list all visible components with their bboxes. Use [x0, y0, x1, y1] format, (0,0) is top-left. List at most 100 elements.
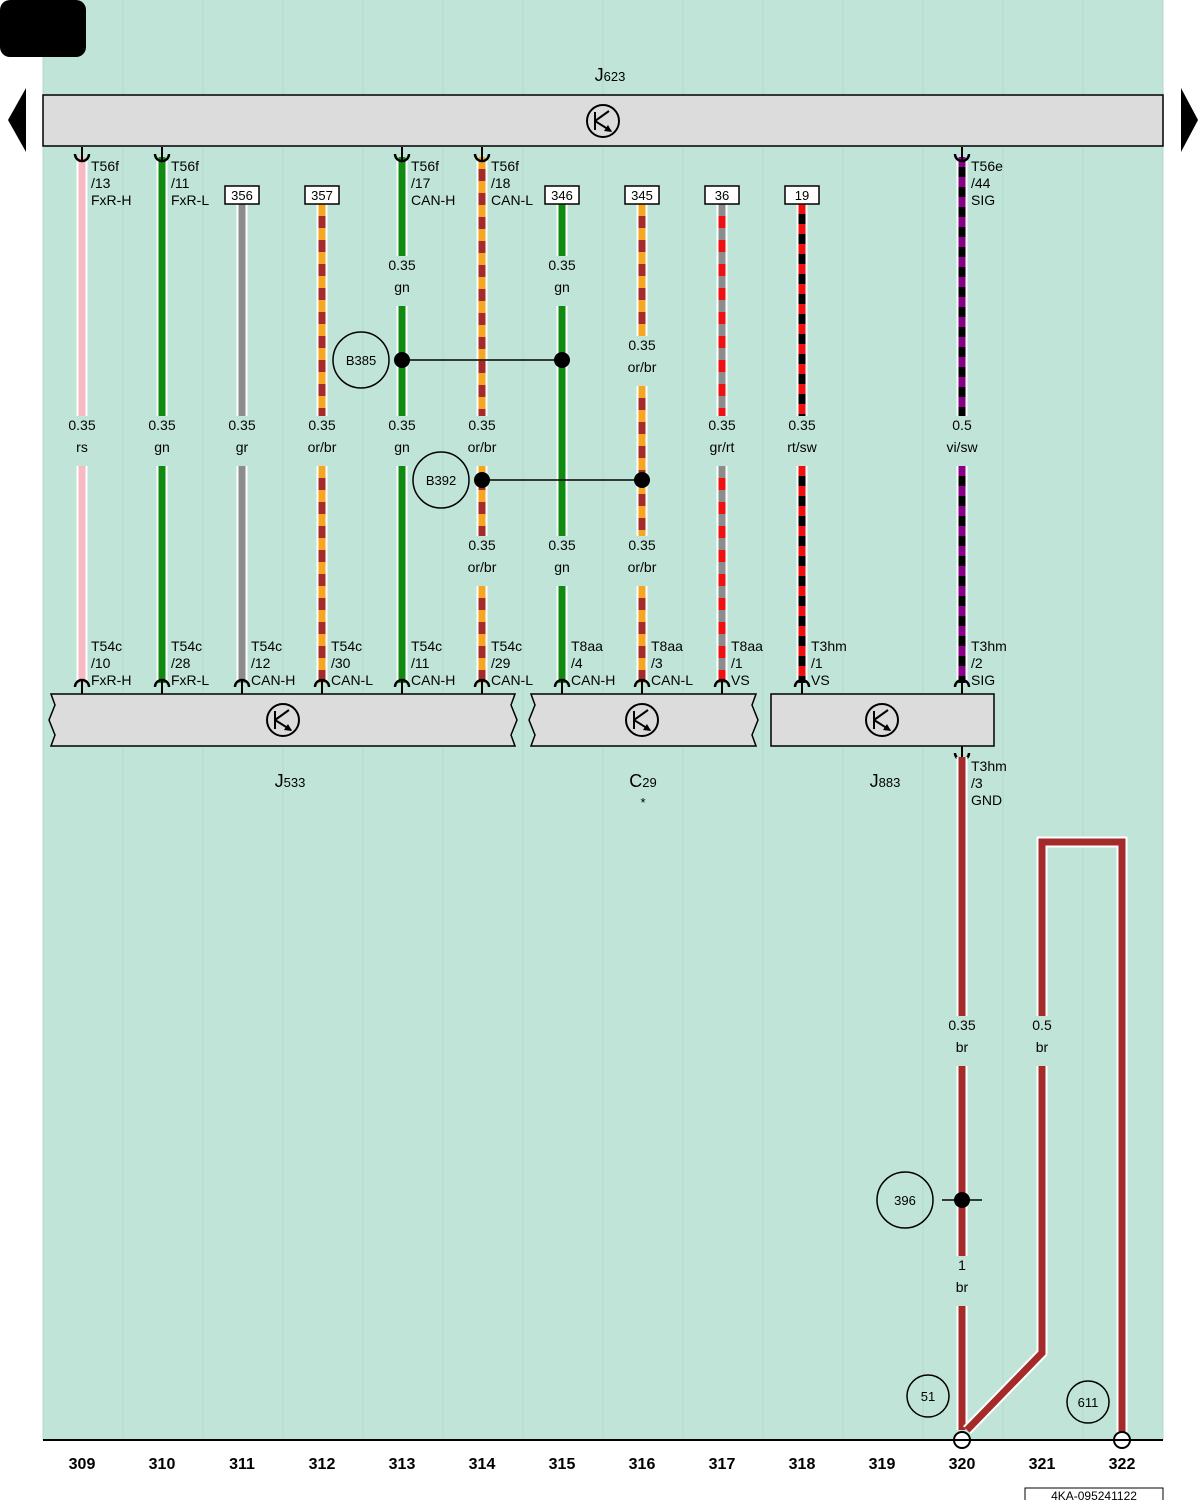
pin-label: /3 [971, 775, 983, 791]
wire-color-label: gn [554, 279, 570, 295]
cross-reference-number: 346 [551, 188, 573, 203]
ground-point-circle [906, 1374, 950, 1418]
cross-reference-number: 345 [631, 188, 653, 203]
wire-color-label: gr/rt [710, 439, 735, 455]
pin-label: T8aa [651, 638, 683, 654]
column-number: 322 [1109, 1456, 1136, 1473]
pin-label: /2 [971, 655, 983, 671]
wire-gauge-label: 0.35 [308, 417, 335, 433]
pin-label: /1 [811, 655, 823, 671]
column-number: 315 [549, 1456, 576, 1473]
wire-gauge-label: 0.35 [148, 417, 175, 433]
previous-page-arrow-icon[interactable] [8, 88, 26, 152]
wire-color-label: gn [554, 559, 570, 575]
pin-label: CAN-L [651, 672, 693, 688]
column-number: 318 [789, 1456, 816, 1473]
pin-label: CAN-H [251, 672, 295, 688]
page-badge [0, 0, 86, 57]
pin-label: T54c [331, 638, 362, 654]
wire-color-label: or/br [468, 559, 497, 575]
control-unit-j533 [48, 693, 518, 747]
pin-label: /28 [171, 655, 191, 671]
splice-node [474, 472, 490, 488]
wire-color-label: or/br [628, 559, 657, 575]
pin-label: T54c [251, 638, 282, 654]
cross-reference-box [624, 185, 660, 205]
wire-color-label: br [956, 1279, 969, 1295]
column-number: 312 [309, 1456, 336, 1473]
pin-label: /11 [171, 175, 190, 191]
splice-node [394, 352, 410, 368]
wire-layer: 0.35rsT56f/13FxR-HT54c/10FxR-H0.35gnT56f… [68, 147, 1007, 694]
pin-label: T8aa [571, 638, 603, 654]
wire-gauge-label: 0.35 [68, 417, 95, 433]
column-number: 319 [869, 1456, 896, 1473]
wire-gauge-label: 0.5 [952, 417, 972, 433]
splice-B392: B392 [412, 451, 650, 509]
pin-label: /44 [971, 175, 991, 191]
pin-label: /12 [251, 655, 271, 671]
pin-label: /10 [91, 655, 111, 671]
pin-label: /13 [91, 175, 111, 191]
top-unit-label: J623 [595, 65, 626, 85]
document-code-box [1024, 1487, 1164, 1500]
column-number: 317 [709, 1456, 736, 1473]
pin-label: T54c [171, 638, 202, 654]
column-number: 309 [69, 1456, 96, 1473]
cross-reference-box [544, 185, 580, 205]
next-page-arrow-icon[interactable] [1181, 88, 1198, 152]
wire-gauge-label: 0.35 [228, 417, 255, 433]
cross-reference-box [224, 185, 260, 205]
ground-point-circle [1066, 1380, 1110, 1424]
cross-reference-number: 357 [311, 188, 333, 203]
splice-id-circle [412, 451, 470, 509]
pin-label: /4 [571, 655, 583, 671]
pin-label: /30 [331, 655, 351, 671]
wire-gauge-label: 0.5 [1032, 1017, 1052, 1033]
column-number: 321 [1029, 1456, 1056, 1473]
cross-reference-number: 36 [715, 188, 729, 203]
pin-label: T56e [971, 158, 1003, 174]
wire-color-label: or/br [628, 359, 657, 375]
wire-gauge-label: 1 [958, 1257, 966, 1273]
pin-label: T54c [91, 638, 122, 654]
pin-label: SIG [971, 672, 995, 688]
pin-label: VS [731, 672, 750, 688]
splice-id: B392 [426, 473, 456, 488]
transistor-icon [266, 703, 300, 737]
transistor-icon [625, 703, 659, 737]
pin-label: FxR-L [171, 672, 209, 688]
cross-reference-box [704, 185, 740, 205]
wire-color-label: vi/sw [946, 439, 978, 455]
wire-color-label: br [956, 1039, 969, 1055]
wire-color-label: rs [76, 439, 88, 455]
column-number: 310 [149, 1456, 176, 1473]
column-number: 314 [469, 1456, 496, 1473]
document-code: 4KA-095241122 [1051, 1489, 1137, 1500]
pin-label: FxR-H [91, 672, 131, 688]
wire-color-label: or/br [468, 439, 497, 455]
pin-label: T56f [171, 158, 199, 174]
control-unit-j623 [42, 94, 1164, 147]
pin-label: T56f [91, 158, 119, 174]
pin-label: /1 [731, 655, 743, 671]
pin-label: T54c [491, 638, 522, 654]
transistor-icon [586, 104, 620, 138]
wire-gauge-label: 0.35 [468, 537, 495, 553]
wire-gauge-label: 0.35 [628, 337, 655, 353]
unit-note-c29: * [640, 795, 645, 810]
pin-label: /18 [491, 175, 511, 191]
pin-label: CAN-H [571, 672, 615, 688]
column-number: 311 [229, 1456, 255, 1473]
pin-label: /17 [411, 175, 431, 191]
pin-label: FxR-H [91, 192, 131, 208]
